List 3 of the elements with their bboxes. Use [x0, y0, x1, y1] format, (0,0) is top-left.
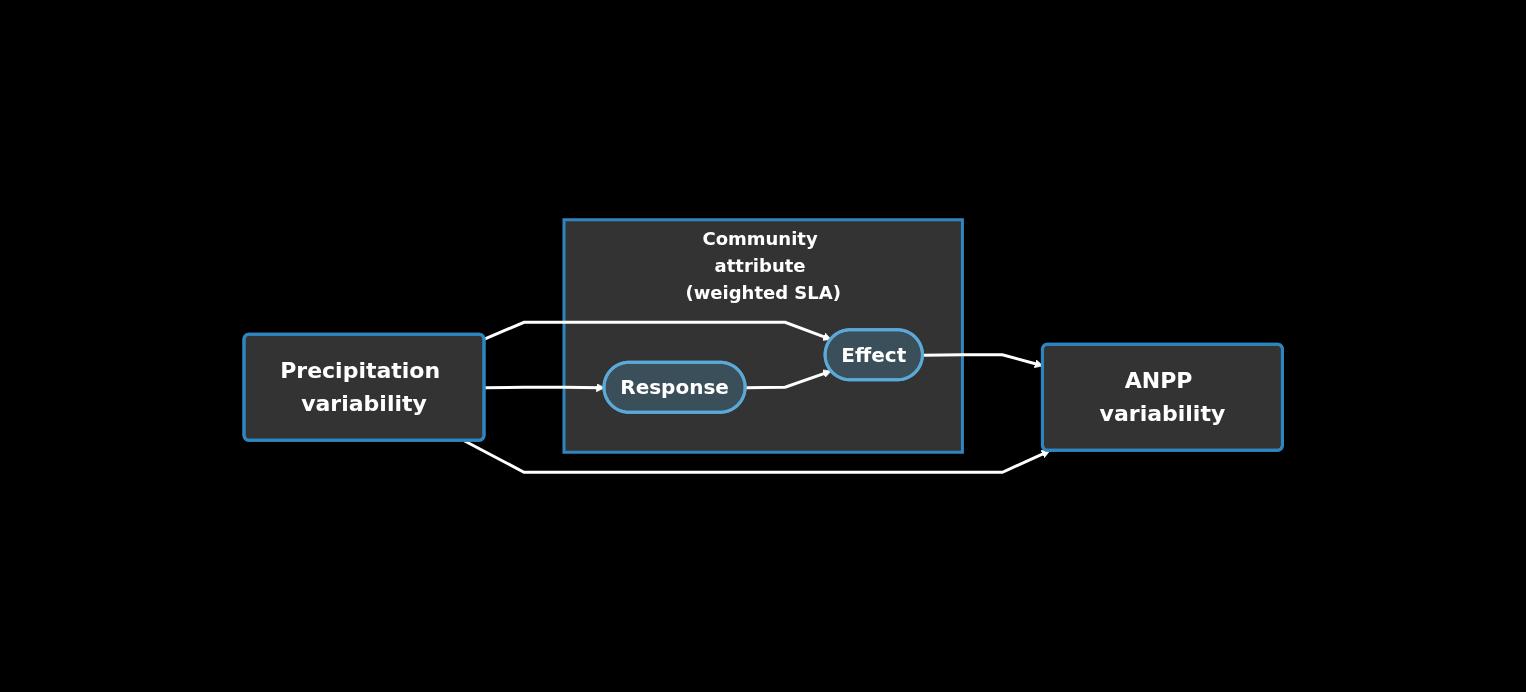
arrow	[484, 383, 605, 393]
arrow	[745, 369, 832, 390]
arrow	[483, 320, 832, 341]
